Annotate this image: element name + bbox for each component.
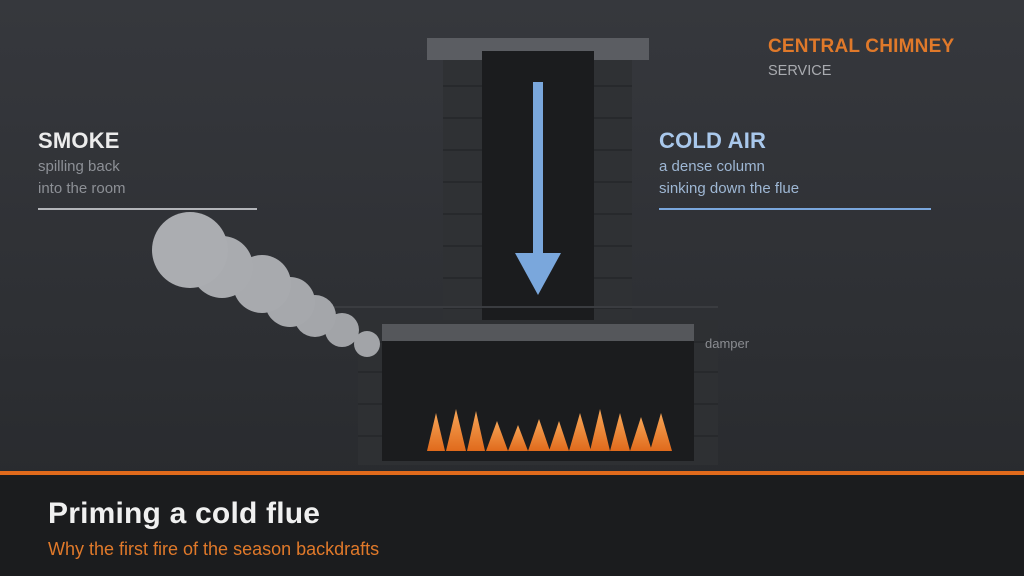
footer-title: Priming a cold flue: [48, 497, 321, 530]
smoke-underline: [38, 208, 257, 210]
footer-banner: Priming a cold flue Why the first fire o…: [0, 471, 1024, 576]
brand-subtitle: SERVICE: [768, 63, 832, 79]
smoke-callout: SMOKE spilling back into the room: [38, 128, 257, 210]
smoke-line: spilling back: [38, 158, 120, 175]
cold-air-line: a dense column: [659, 158, 765, 175]
smoke-line: into the room: [38, 180, 126, 197]
cold-air-heading: COLD AIR: [659, 128, 767, 153]
fire-flames: [427, 409, 672, 451]
brand-title: CENTRAL CHIMNEY: [768, 36, 955, 57]
cold-air-line: sinking down the flue: [659, 180, 800, 197]
cold-air-underline: [659, 208, 931, 210]
cold-air-arrow-icon: [515, 82, 561, 295]
damper-label: damper: [705, 336, 750, 351]
damper: [382, 324, 694, 341]
smoke-heading: SMOKE: [38, 128, 120, 153]
smoke-plume: [152, 212, 380, 357]
footer-subtitle: Why the first fire of the season backdra…: [48, 539, 380, 559]
cold-air-callout: COLD AIR a dense column sinking down the…: [659, 128, 931, 210]
brand-logo: CENTRAL CHIMNEY SERVICE: [768, 36, 954, 79]
